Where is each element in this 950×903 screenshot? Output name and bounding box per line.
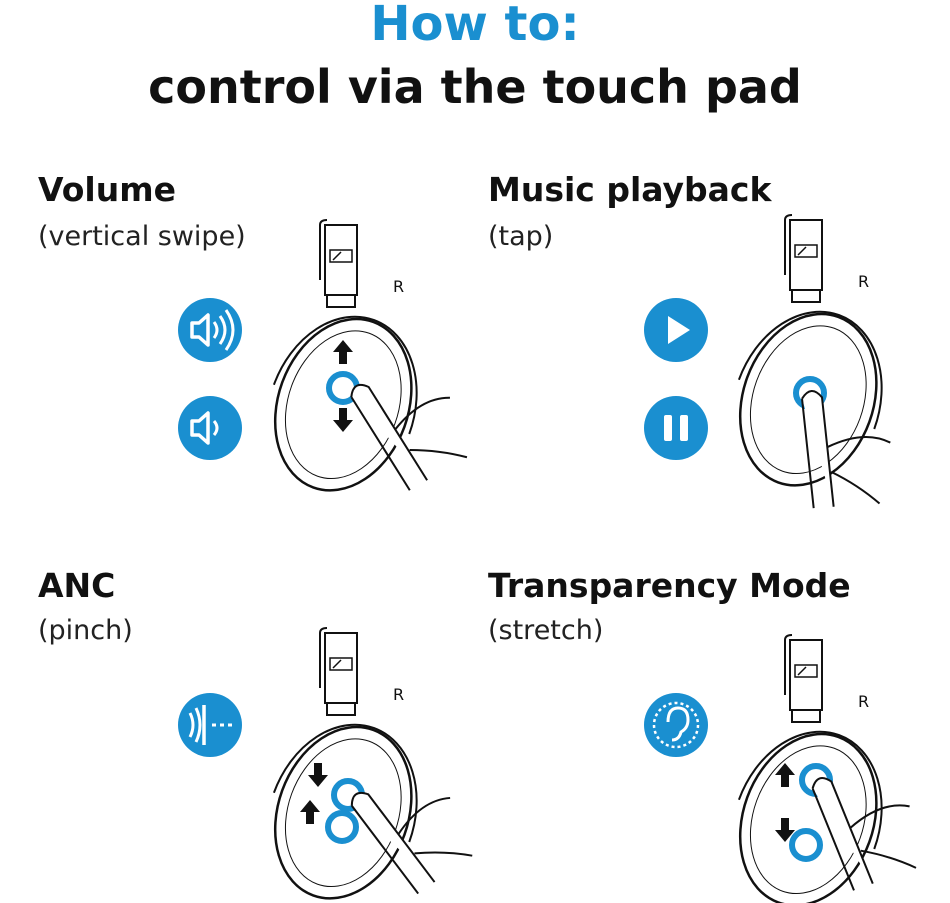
volume-down-icon: [178, 396, 242, 460]
pause-icon: [644, 396, 708, 460]
touch-point-icon: [325, 810, 359, 844]
headphone-ear-cup: [272, 219, 418, 492]
stretch-arrow-icon: [775, 763, 795, 787]
volume-up-icon: [178, 298, 242, 362]
stretch-arrow-icon: [775, 818, 795, 842]
arrow-up-icon: [333, 340, 353, 364]
pinch-arrow-icon: [308, 763, 328, 787]
finger-icon: [350, 791, 473, 895]
headphone-ear-cup: [272, 627, 418, 900]
side-label-r: R: [393, 685, 404, 704]
arrow-down-icon: [333, 408, 353, 432]
side-label-r: R: [858, 272, 869, 291]
section-title-anc: ANC: [38, 566, 116, 605]
anc-icon: [178, 693, 242, 757]
finger-icon: [350, 383, 468, 491]
play-icon: [644, 298, 708, 362]
page-subtitle: control via the touch pad: [148, 60, 802, 114]
transparency-ear-icon: [644, 693, 708, 757]
section-subtitle-anc: (pinch): [38, 615, 133, 646]
section-subtitle-volume: (vertical swipe): [38, 221, 246, 252]
finger-icon: [801, 390, 891, 509]
side-label-r: R: [858, 692, 869, 711]
page-title: How to:: [370, 0, 580, 52]
section-title-volume: Volume: [38, 170, 176, 209]
finger-icon: [811, 776, 917, 891]
section-title-music: Music playback: [488, 170, 772, 209]
section-subtitle-transparency: (stretch): [488, 615, 604, 646]
side-label-r: R: [393, 277, 404, 296]
touch-point-icon: [789, 828, 823, 862]
section-title-transparency: Transparency Mode: [488, 566, 851, 605]
pinch-arrow-icon: [300, 800, 320, 824]
section-subtitle-music: (tap): [488, 221, 554, 252]
